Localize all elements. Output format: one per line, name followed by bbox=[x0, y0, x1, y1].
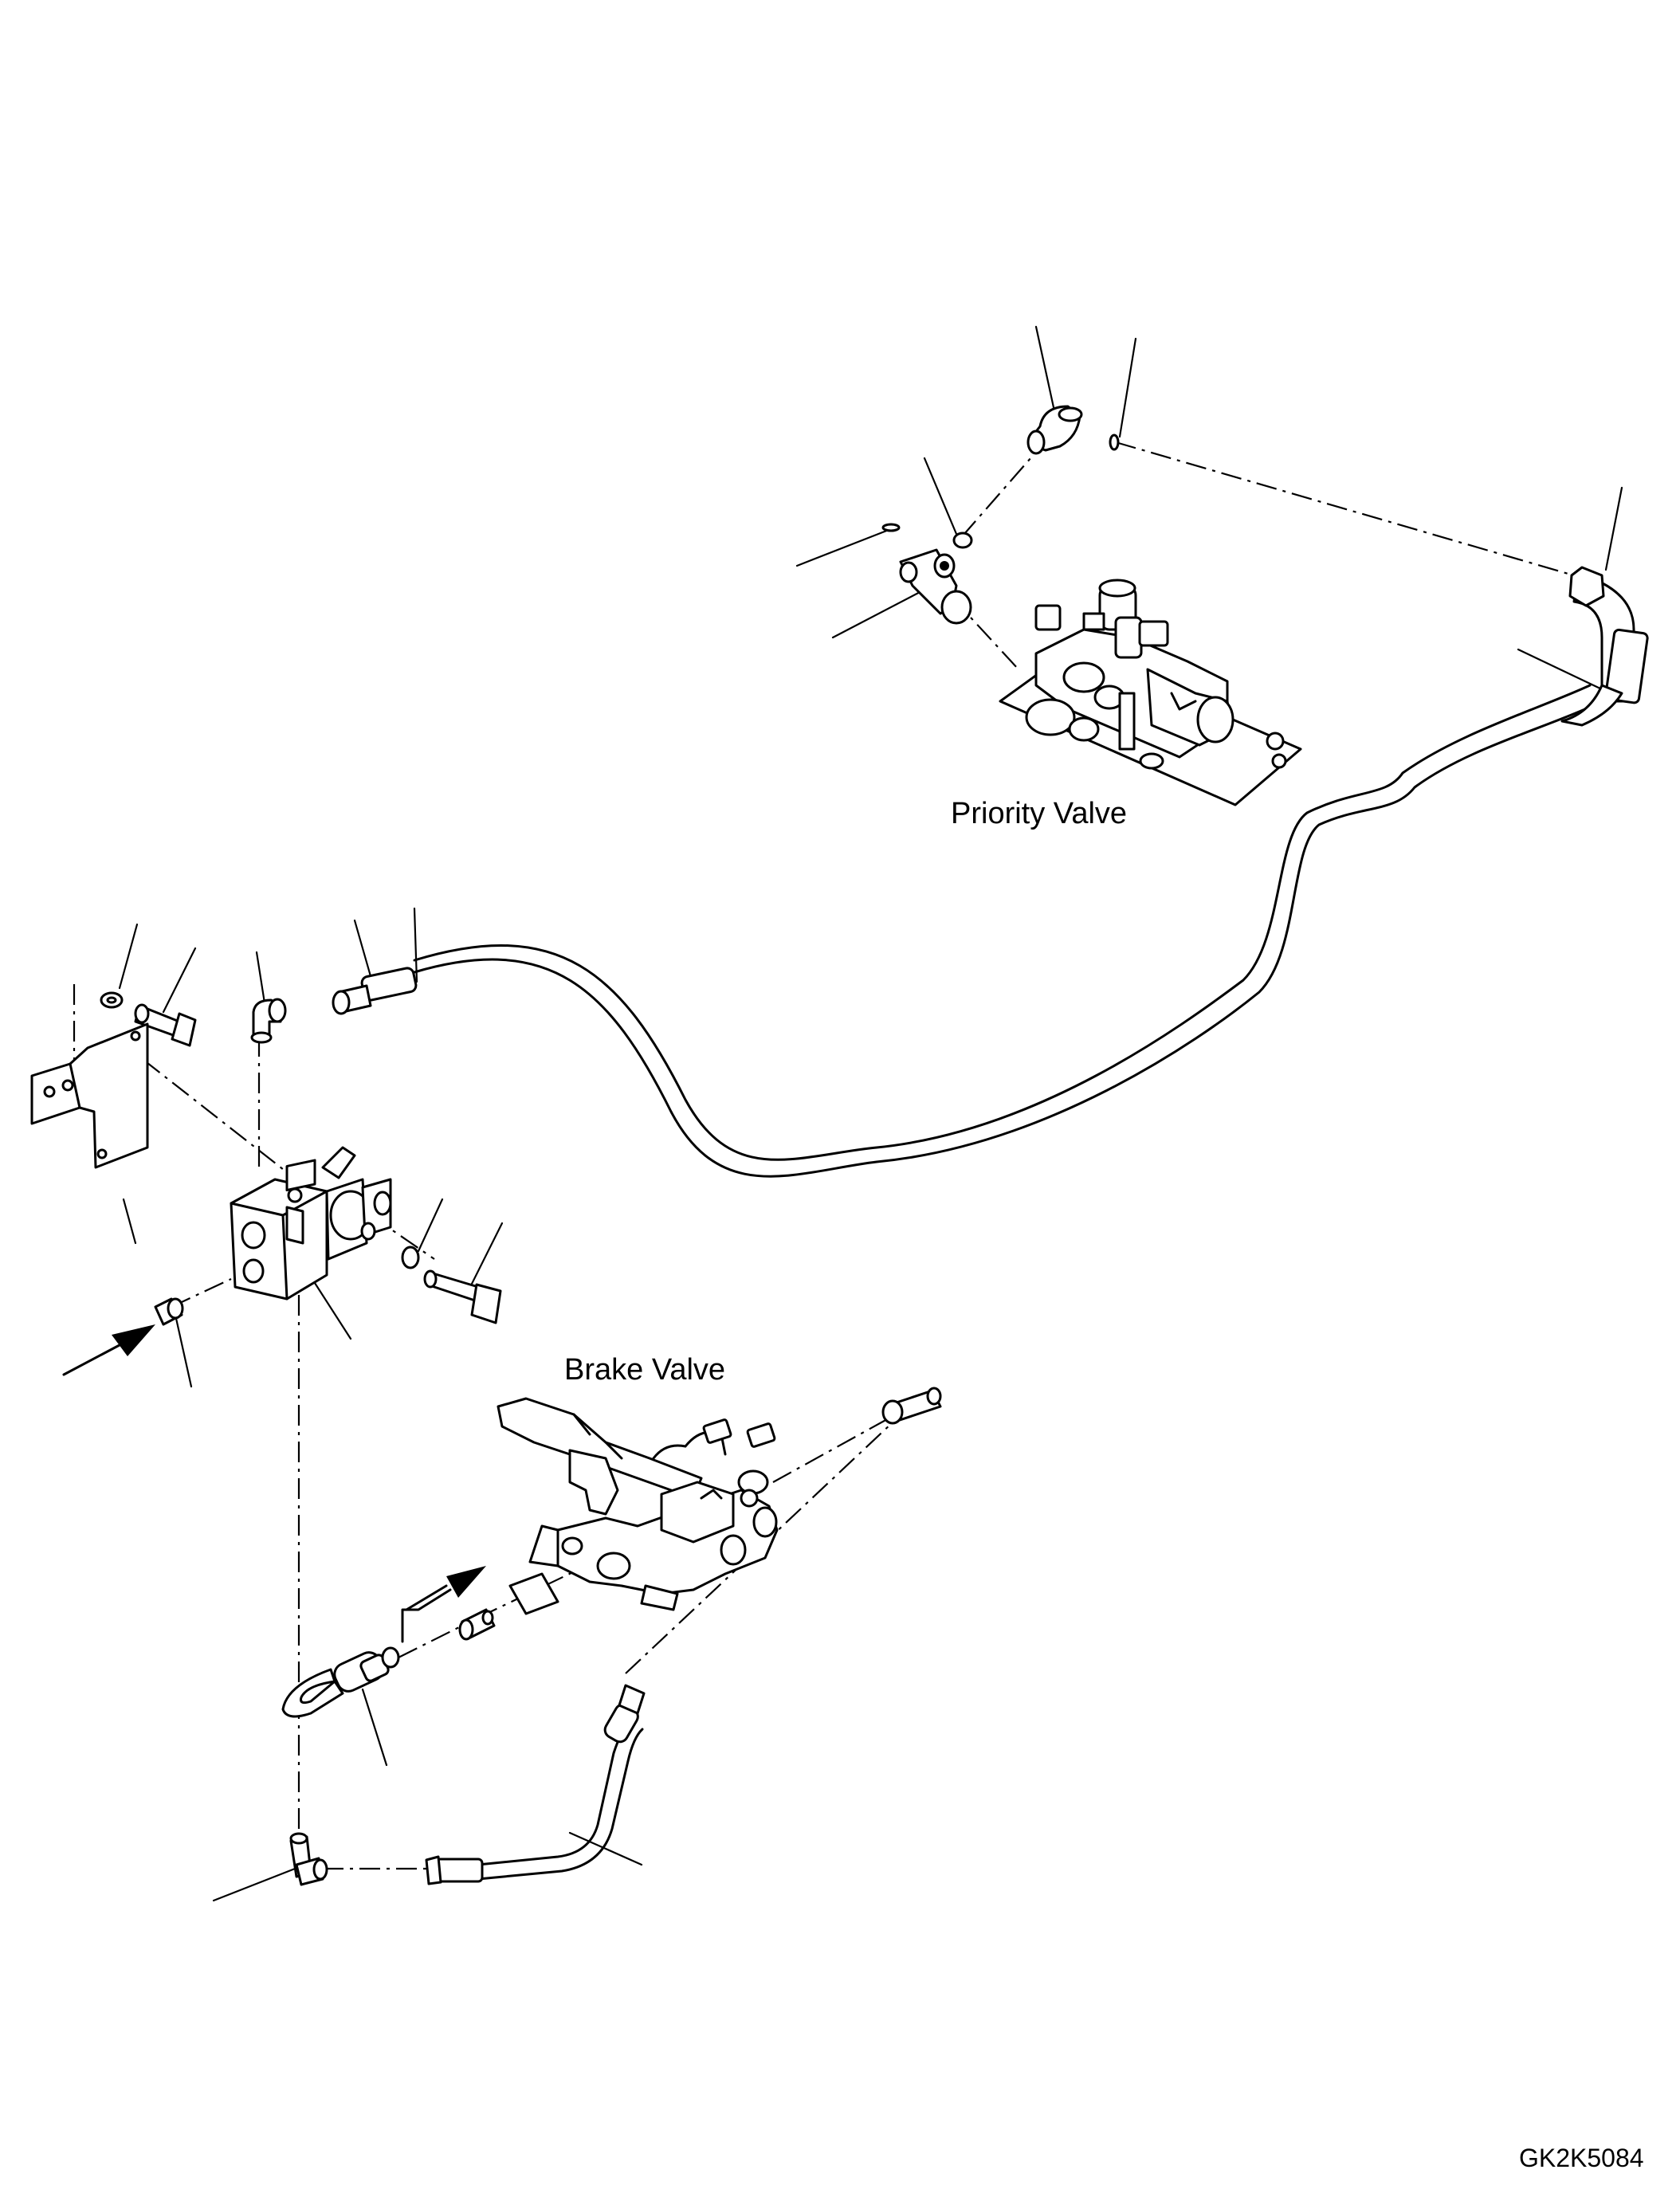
leader-line-fitting-inlet bbox=[174, 1313, 193, 1388]
inlet-fitting bbox=[154, 1297, 184, 1326]
priority-valve-small-fitting bbox=[1082, 612, 1105, 631]
solenoid-valve-block bbox=[230, 1146, 392, 1301]
brake-fitting-upper bbox=[881, 1387, 942, 1425]
leader-line-hose-sleeve-left bbox=[413, 907, 418, 983]
washer-right bbox=[401, 1246, 420, 1269]
brake-valve-bolt bbox=[561, 1536, 583, 1556]
drawing-code: GK2K5084 bbox=[1519, 2144, 1644, 2172]
priority-valve-plate-bolt bbox=[1266, 732, 1285, 751]
center-line-top-hose bbox=[1115, 441, 1583, 579]
leader-line-oring-mid bbox=[923, 457, 958, 536]
priority-valve-plate-bolt-2 bbox=[1271, 753, 1287, 769]
leader-line-hose-right-end bbox=[1604, 486, 1623, 571]
priority-valve-relief-cartridge bbox=[1114, 616, 1143, 659]
leader-line-hose-end bbox=[353, 919, 372, 978]
lower-hose-u bbox=[281, 1646, 400, 1718]
brake-valve-pedal-arm bbox=[568, 1449, 619, 1516]
leader-line-tee-left bbox=[795, 528, 890, 567]
priority-valve-electrical-plug bbox=[1138, 620, 1169, 647]
washer-left-hole bbox=[106, 996, 117, 1004]
brake-valve-assembly bbox=[497, 1397, 779, 1615]
leader-line-bracket bbox=[122, 1198, 137, 1245]
priority-valve-mount-leg bbox=[1118, 692, 1136, 751]
leader-line-tee-bottom bbox=[831, 588, 926, 639]
brake-valve-electrical-plug-2 bbox=[746, 1422, 776, 1448]
brake-valve-port-4 bbox=[596, 1552, 631, 1580]
leader-line-valve-block bbox=[313, 1281, 352, 1340]
center-line-hose-nipple bbox=[398, 1621, 471, 1658]
bolt-left bbox=[134, 1003, 197, 1047]
priority-valve-assembly bbox=[999, 579, 1302, 806]
lower-hose-upper-nut bbox=[618, 1684, 646, 1715]
priority-valve-detail-line bbox=[1170, 692, 1197, 711]
brake-valve-lower-port bbox=[640, 1584, 679, 1611]
tee-fitting-o-ring bbox=[881, 523, 901, 532]
flow-arrow-inlet bbox=[62, 1324, 155, 1376]
brake-valve-port-2 bbox=[720, 1534, 747, 1566]
leader-line-washer-left bbox=[118, 923, 139, 990]
priority-valve-solenoid-cap bbox=[1196, 696, 1234, 743]
brake-valve-wire-2 bbox=[652, 1444, 687, 1460]
brake-valve-detail bbox=[700, 1489, 723, 1500]
elbow-fitting-top-nut bbox=[1058, 406, 1083, 422]
leader-line-elbow-small bbox=[255, 951, 267, 1010]
leader-line-bolt-right bbox=[469, 1222, 504, 1289]
bolt-right bbox=[423, 1269, 502, 1324]
elbow-fitting-top bbox=[1026, 405, 1083, 455]
leader-line-elbow-lower bbox=[212, 1867, 296, 1902]
mounting-bracket bbox=[30, 1022, 149, 1169]
leader-line-hose-lower bbox=[361, 1688, 388, 1767]
leader-lines bbox=[118, 325, 1623, 1902]
priority-valve-mount-nut bbox=[1139, 752, 1164, 770]
o-ring-top bbox=[1109, 434, 1120, 451]
main-hydraulic-hose bbox=[332, 566, 1649, 1178]
center-line-brake-fitting-lower bbox=[625, 1422, 893, 1674]
elbow-fitting-top-end bbox=[1026, 430, 1046, 455]
priority-valve-port-nut bbox=[1068, 716, 1100, 742]
tee-fitting-port-hole bbox=[940, 561, 949, 571]
tee-fitting-side-port bbox=[899, 561, 918, 583]
hose-right-nut bbox=[1568, 566, 1605, 607]
brake-valve-port-3 bbox=[740, 1489, 759, 1508]
brake-valve-port-1 bbox=[752, 1506, 778, 1538]
hose-right-sleeve bbox=[1604, 628, 1649, 704]
priority-valve-center-port bbox=[1062, 661, 1105, 693]
brake-valve-electrical-plug-1 bbox=[702, 1418, 732, 1444]
hose-left-fitting-nut bbox=[332, 990, 351, 1015]
lower-hose bbox=[425, 1684, 646, 1885]
assembly-center-lines bbox=[73, 437, 1583, 1870]
brake-valve-foot-bracket bbox=[508, 1572, 559, 1615]
lower-hose-end-nut bbox=[425, 1855, 442, 1885]
nipple-fitting bbox=[458, 1608, 496, 1641]
leader-line-washer-right bbox=[417, 1198, 444, 1253]
leader-line-hose-bottom bbox=[568, 1831, 643, 1866]
lower-elbow-fitting bbox=[289, 1832, 328, 1886]
tee-fitting-swivel-nut bbox=[940, 590, 972, 625]
center-line-bracket-block bbox=[143, 1059, 292, 1176]
priority-valve-port-left bbox=[1025, 698, 1076, 736]
elbow-fitting-small bbox=[250, 998, 287, 1044]
o-ring-middle bbox=[952, 532, 973, 549]
tee-fitting bbox=[881, 523, 972, 625]
leader-line-hose-sleeve bbox=[1517, 648, 1603, 691]
brake-valve-upper-housing bbox=[660, 1481, 735, 1544]
priority-valve-label: Priority Valve bbox=[951, 797, 1128, 830]
center-line-brake-fitting-upper bbox=[772, 1418, 889, 1483]
leader-line-bolt-left bbox=[162, 947, 197, 1014]
leader-line-oring-top bbox=[1118, 337, 1137, 438]
priority-valve-side-plug bbox=[1034, 604, 1062, 631]
leader-line-elbow-top bbox=[1034, 325, 1058, 420]
brake-valve-mount bbox=[528, 1524, 559, 1567]
brake-valve-label: Brake Valve bbox=[564, 1353, 726, 1387]
hose-right-transition bbox=[1560, 684, 1623, 727]
flow-arrow-brake bbox=[401, 1566, 486, 1643]
priority-valve-top-connector-cap bbox=[1098, 579, 1136, 598]
